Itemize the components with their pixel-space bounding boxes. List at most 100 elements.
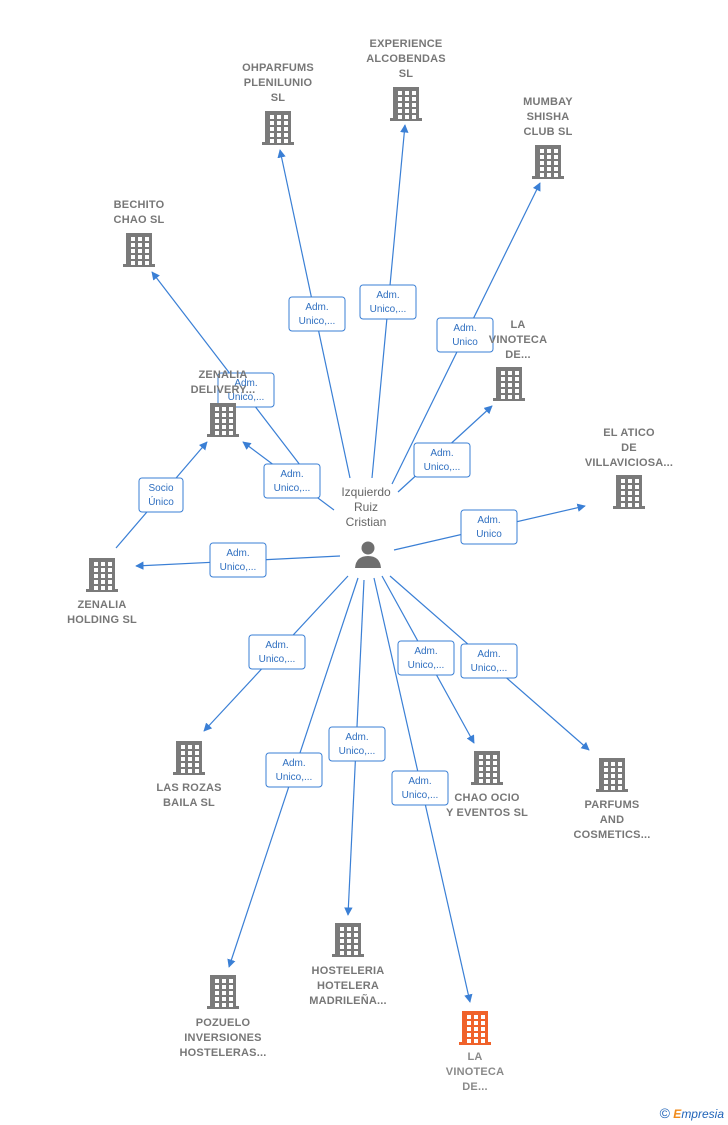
role-text-line: Adm. (345, 732, 368, 743)
company-node-pozuelo[interactable]: POZUELO INVERSIONES HOSTELERAS... (180, 975, 267, 1059)
company-label-line: HOSTELERIA (312, 965, 385, 977)
company-node-lavinoteca_main[interactable]: LA VINOTECA DE... (446, 1011, 504, 1093)
company-label-line: LA (467, 1051, 482, 1063)
building-icon[interactable] (390, 87, 422, 121)
brand-initial: E (673, 1107, 682, 1121)
company-label-line: PLENILUNIO (244, 77, 313, 89)
building-icon[interactable] (459, 1011, 491, 1045)
company-label-line: AND (600, 814, 624, 826)
building-icon[interactable] (262, 111, 294, 145)
role-text-line: Unico,... (370, 304, 407, 315)
role-badge-mumbay[interactable]: Adm.Unico (436, 317, 494, 353)
company-label-line: VILLAVICIOSA... (585, 457, 673, 469)
building-icon[interactable] (596, 758, 628, 792)
building-icon[interactable] (613, 475, 645, 509)
building-icon[interactable] (207, 403, 239, 437)
company-label-line: DE... (505, 349, 530, 361)
company-label-line: EXPERIENCE (370, 38, 443, 50)
role-text-line: Adm. (414, 646, 437, 657)
company-label-line: HOSTELERAS... (180, 1047, 267, 1059)
company-label-line: ALCOBENDAS (366, 53, 446, 65)
company-label-line: BAILA SL (163, 797, 215, 809)
company-node-zenalia_holding[interactable]: ZENALIA HOLDING SL (67, 558, 137, 626)
role-text-line: Unico,... (424, 462, 461, 473)
company-label-line: DE (621, 442, 637, 454)
company-label-line: OHPARFUMS (242, 62, 314, 74)
role-text-line: Adm. (477, 649, 500, 660)
building-icon[interactable] (123, 233, 155, 267)
company-label-line: VINOTECA (489, 334, 547, 346)
company-label-line: DELIVERY... (191, 384, 256, 396)
company-label-line: VINOTECA (446, 1066, 504, 1078)
company-node-lasrozas[interactable]: LAS ROZAS BAILA SL (156, 741, 221, 809)
company-node-lavinoteca_top[interactable]: LAVINOTECADE... (489, 319, 547, 401)
role-badge-lavinoteca_top[interactable]: Adm.Unico,... (413, 442, 471, 478)
company-label-line: BECHITO (114, 199, 165, 211)
role-text-line: Adm. (226, 548, 249, 559)
building-icon[interactable] (86, 558, 118, 592)
role-text-line: Unico,... (259, 654, 296, 665)
building-icon[interactable] (532, 145, 564, 179)
role-text-line: Adm. (305, 302, 328, 313)
role-text-line: Único (148, 495, 174, 508)
company-label-line: MADRILEÑA... (309, 994, 387, 1007)
role-badge-zenalia_delivery[interactable]: Adm.Unico,... (263, 463, 321, 499)
role-badge-chaoocio[interactable]: Adm. Unico,... (397, 640, 455, 676)
company-label-line: HOLDING SL (67, 614, 137, 626)
role-text-line: Adm. (234, 378, 257, 389)
company-label-line: CHAO SL (114, 214, 165, 226)
company-node-hosteleria[interactable]: HOSTELERIAHOTELERAMADRILEÑA... (309, 923, 387, 1007)
company-node-zenalia_delivery[interactable]: ZENALIA DELIVERY... (191, 369, 256, 437)
role-badge-experience[interactable]: Adm. Unico,... (359, 284, 417, 320)
role-text-line: Adm. (408, 776, 431, 787)
role-badge-lasrozas[interactable]: Adm. Unico,... (248, 634, 306, 670)
role-text-line: Adm. (477, 515, 500, 526)
person-icon[interactable] (355, 541, 381, 569)
company-label-line: DE... (462, 1081, 487, 1093)
role-text-line: Adm. (265, 640, 288, 651)
brand-name: mpresia (681, 1107, 724, 1121)
person-name-line: Izquierdo (341, 485, 391, 499)
role-text-line: Unico,... (228, 392, 265, 403)
role-text-line: Unico,... (339, 746, 376, 757)
role-text-line: Unico,... (471, 663, 508, 674)
building-icon[interactable] (332, 923, 364, 957)
building-icon[interactable] (493, 367, 525, 401)
company-label-line: ZENALIA (198, 369, 247, 381)
building-icon[interactable] (173, 741, 205, 775)
role-text-line: Unico (452, 337, 478, 348)
role-badge-ohparfums[interactable]: Adm.Unico,... (288, 296, 346, 332)
role-badge-bechito[interactable]: Adm. Unico,... (217, 372, 275, 408)
role-text-line: Unico,... (408, 660, 445, 671)
company-node-elatico[interactable]: EL ATICODEVILLAVICIOSA... (585, 427, 673, 509)
company-label-line: SHISHA (527, 111, 570, 123)
building-icon[interactable] (471, 751, 503, 785)
company-label-line: COSMETICS... (574, 829, 651, 841)
company-label-line: POZUELO (196, 1017, 251, 1029)
role-badge-parfums[interactable]: Adm. Unico,... (460, 643, 518, 679)
company-label-line: ZENALIA (77, 599, 126, 611)
role-badge-lavinoteca_main[interactable]: Adm.Unico,... (391, 770, 449, 806)
role-text-line: Adm. (280, 469, 303, 480)
role-badge-pozuelo[interactable]: Adm.Unico,... (265, 752, 323, 788)
role-badge-elatico[interactable]: Adm.Unico (460, 509, 518, 545)
role-text-line: Adm. (376, 290, 399, 301)
company-node-parfums[interactable]: PARFUMSANDCOSMETICS... (574, 758, 651, 841)
company-label-line: SL (399, 68, 414, 80)
building-icon[interactable] (207, 975, 239, 1009)
company-label-line: CHAO OCIO (454, 792, 520, 804)
company-node-bechito[interactable]: BECHITO CHAO SL (114, 199, 165, 267)
company-label-line: MUMBAY (523, 96, 573, 108)
company-label-line: INVERSIONES (184, 1032, 261, 1044)
edges-layer (115, 124, 590, 1003)
role-badge-zenalia_holding[interactable]: Adm.Unico,... (209, 542, 267, 578)
company-label-line: LAS ROZAS (156, 782, 221, 794)
role-badge-hosteleria[interactable]: Adm. Unico,... (328, 726, 386, 762)
company-node-experience[interactable]: EXPERIENCE ALCOBENDAS SL (366, 38, 446, 121)
nodes-layer: OHPARFUMS PLENILUNIO SL EXPERIENCE ALCOBENDA… (67, 38, 673, 1093)
